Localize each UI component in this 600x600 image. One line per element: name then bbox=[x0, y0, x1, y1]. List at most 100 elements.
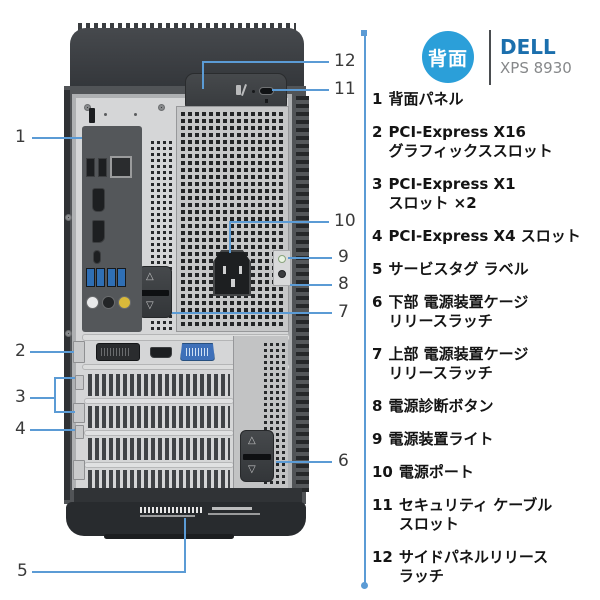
callout-7: 7 bbox=[338, 302, 349, 322]
legend-item: 5 サービスタグ ラベル bbox=[372, 260, 598, 279]
leader-line-8 bbox=[290, 284, 332, 286]
leader-line-10-vertical bbox=[229, 221, 231, 253]
legend-item-label: 電源ポート bbox=[398, 463, 474, 481]
slot-cover bbox=[88, 438, 230, 460]
leader-line-5-vertical bbox=[184, 518, 186, 573]
legend-item-label: サイドパネルリリース ラッチ bbox=[398, 548, 549, 585]
latch-slot bbox=[243, 454, 271, 460]
callout-2: 2 bbox=[15, 341, 26, 361]
slot-cover bbox=[88, 374, 230, 396]
legend-item-number: 4 bbox=[372, 227, 383, 245]
legend-item-label: PCI-Express X16 グラフィックススロット bbox=[388, 123, 553, 160]
legend-item-number: 9 bbox=[372, 430, 383, 448]
legend-item: 6 下部 電源装置ケージ リリースラッチ bbox=[372, 293, 598, 331]
leader-line-4 bbox=[30, 429, 75, 431]
unlock-icon bbox=[236, 85, 241, 95]
leader-line-1 bbox=[32, 137, 82, 139]
legend-item-label: サービスタグ ラベル bbox=[388, 260, 529, 278]
legend-rail-dot-bottom bbox=[361, 582, 368, 589]
latch-dot bbox=[252, 90, 255, 93]
legend-item-label: 電源診断ボタン bbox=[388, 397, 494, 415]
usb-a-port bbox=[98, 158, 107, 177]
legend-item-number: 7 bbox=[372, 345, 383, 363]
gpu-bracket-strip bbox=[82, 334, 290, 341]
triangle-up-icon: △ bbox=[146, 271, 154, 282]
callout-3: 3 bbox=[15, 387, 26, 407]
legend-item-number: 3 bbox=[372, 175, 383, 193]
psu-cage-latch-lower: △ ▽ bbox=[240, 430, 274, 482]
legend-list: 1 背面パネル 2 PCI-Express X16 グラフィックススロット 3 … bbox=[372, 90, 598, 600]
legend-item: 4 PCI-Express X4 スロット bbox=[372, 227, 598, 246]
usb-a-port bbox=[86, 158, 95, 177]
screw bbox=[84, 104, 91, 111]
leader-line-3-bracket bbox=[54, 377, 56, 413]
screw bbox=[158, 104, 165, 111]
audio-jack-spdif bbox=[118, 296, 131, 309]
slot-cover bbox=[88, 470, 230, 492]
legend-item: 10 電源ポート bbox=[372, 463, 598, 482]
callout-10: 10 bbox=[334, 211, 356, 231]
ethernet-port bbox=[110, 156, 132, 178]
leader-line-11 bbox=[272, 89, 329, 91]
model-name: XPS 8930 bbox=[500, 59, 572, 77]
usb-c-port bbox=[93, 250, 101, 264]
rear-view-badge: 背面 bbox=[422, 31, 474, 83]
gpu-bracket-strip bbox=[82, 364, 290, 370]
legend-item-number: 10 bbox=[372, 463, 393, 481]
panel-dot bbox=[134, 113, 137, 116]
legend-item: 8 電源診断ボタン bbox=[372, 397, 598, 416]
leader-line-10 bbox=[229, 221, 329, 223]
audio-jack-mic bbox=[102, 296, 115, 309]
legend-item: 9 電源装置ライト bbox=[372, 430, 598, 449]
callout-4: 4 bbox=[15, 419, 26, 439]
legend-item: 7 上部 電源装置ケージ リリースラッチ bbox=[372, 345, 598, 383]
slot-tab-4 bbox=[75, 425, 84, 439]
psu-led-plate bbox=[273, 250, 291, 286]
leader-line-3 bbox=[30, 397, 55, 399]
chassis-lock-slot bbox=[89, 108, 95, 123]
security-cable-slot-dot bbox=[265, 99, 268, 103]
leader-line-3b bbox=[54, 411, 75, 413]
dvi-port bbox=[96, 343, 140, 361]
leader-line-12 bbox=[202, 61, 329, 63]
hdmi-port bbox=[92, 188, 105, 212]
usb3-port bbox=[86, 268, 95, 287]
screw bbox=[65, 214, 72, 221]
legend-rail bbox=[364, 33, 366, 585]
screw bbox=[65, 330, 72, 337]
tower-top-serration bbox=[78, 23, 296, 32]
leader-line-5 bbox=[32, 571, 186, 573]
legend-item: 2 PCI-Express X16 グラフィックススロット bbox=[372, 123, 598, 161]
callout-8: 8 bbox=[338, 274, 349, 294]
audio-jack-line-out bbox=[86, 296, 99, 309]
leader-line-2 bbox=[30, 351, 74, 353]
legend-item: 1 背面パネル bbox=[372, 90, 598, 109]
legend-item-label: セキュリティ ケーブル スロット bbox=[398, 496, 553, 533]
callout-5: 5 bbox=[17, 561, 28, 581]
hdmi-port-gpu bbox=[150, 347, 172, 358]
psu-cage-latch-upper: △ ▽ bbox=[138, 266, 172, 318]
legend-item-number: 5 bbox=[372, 260, 383, 278]
slot-separator bbox=[84, 430, 234, 436]
legend-item-label: PCI-Express X4 スロット bbox=[388, 227, 581, 245]
tower-foot bbox=[104, 534, 234, 539]
service-tag-barcode bbox=[140, 507, 202, 513]
callout-11: 11 bbox=[334, 79, 356, 99]
legend-item-number: 1 bbox=[372, 90, 383, 108]
power-supply-light bbox=[278, 255, 286, 263]
tower-side-serration bbox=[296, 96, 309, 492]
displayport-port bbox=[92, 220, 105, 243]
leader-line-3a bbox=[54, 377, 75, 379]
legend-item: 11 セキュリティ ケーブル スロット bbox=[372, 496, 598, 534]
power-diagnostics-button bbox=[278, 270, 286, 278]
usb3-port bbox=[117, 268, 126, 287]
legend-item-number: 8 bbox=[372, 397, 383, 415]
legend-item-number: 12 bbox=[372, 548, 393, 566]
legend-item-label: 背面パネル bbox=[388, 90, 464, 108]
legend-item: 3 PCI-Express X1 スロット ×2 bbox=[372, 175, 598, 213]
leader-line-9 bbox=[288, 257, 332, 259]
triangle-down-icon: ▽ bbox=[248, 464, 256, 475]
leader-line-6 bbox=[276, 461, 332, 463]
power-port bbox=[213, 250, 251, 296]
slot-cover bbox=[88, 406, 230, 428]
